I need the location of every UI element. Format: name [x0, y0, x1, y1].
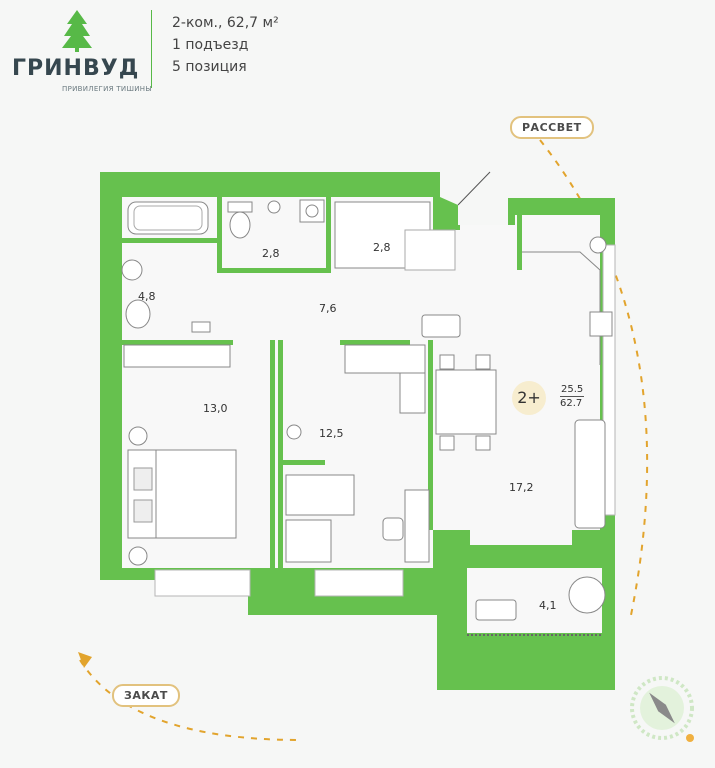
- apartment-rooms-area: 2-ком., 62,7 м²: [172, 15, 279, 31]
- sink-icon: [267, 200, 281, 214]
- area-kitchen-living: 17,2: [509, 481, 534, 494]
- brand-logo: ГРИНВУД ПРИВИЛЕГИЯ ТИШИНЫ: [12, 8, 152, 98]
- apartment-info: 2-ком., 62,7 м² 1 подъезд 5 позиция: [172, 12, 279, 78]
- room-type-badge: 2+: [512, 381, 546, 415]
- armchair: [285, 519, 332, 563]
- area-toilet: 2,8: [262, 247, 280, 260]
- tree-icon: [62, 10, 92, 52]
- sunset-arrow-icon: [78, 652, 92, 668]
- hall-wardrobe: [123, 344, 231, 368]
- nightstand-icon: [128, 426, 148, 446]
- area-storage: 2,8: [373, 241, 391, 254]
- sunrise-label: РАССВЕТ: [510, 116, 594, 139]
- apartment-entrance: 1 подъезд: [172, 37, 249, 53]
- sofa: [285, 474, 355, 516]
- kitchen-sink-icon: [589, 236, 607, 254]
- washer-icon: [299, 199, 325, 223]
- sunset-label: ЗАКАТ: [112, 684, 180, 707]
- bathroom-sink-icon: [121, 259, 143, 281]
- balcony-bench: [475, 599, 517, 621]
- area-hall: 7,6: [319, 302, 337, 315]
- bathroom-toilet-icon: [125, 299, 151, 329]
- sunrise-path: [539, 139, 649, 621]
- area-balcony: 4,1: [539, 599, 557, 612]
- area-fraction: 25.5 62.7: [560, 383, 585, 410]
- compass-icon: [630, 676, 694, 742]
- area-room: 12,5: [319, 427, 344, 440]
- living-area: 25.5: [560, 384, 585, 397]
- desk-chair: [382, 517, 404, 541]
- brand-name: ГРИНВУД: [12, 56, 140, 81]
- dining-chairs: [439, 354, 491, 451]
- kitchen-sofa: [574, 419, 606, 529]
- room-wardrobe: [344, 344, 426, 374]
- stove-icon: [589, 311, 613, 337]
- entrance-door: [457, 171, 491, 206]
- apartment-position: 5 позиция: [172, 59, 247, 75]
- interior-floor: [122, 197, 600, 568]
- toilet-icon: [227, 201, 253, 213]
- brand-tagline: ПРИВИЛЕГИЯ ТИШИНЫ: [62, 85, 152, 93]
- area-bathroom: 4,8: [138, 290, 156, 303]
- interior-walls: [122, 197, 522, 568]
- total-area: 62.7: [560, 398, 583, 409]
- header-divider: [151, 10, 152, 88]
- dining-table: [435, 369, 497, 435]
- hall-bench: [421, 314, 461, 338]
- area-bedroom: 13,0: [203, 402, 228, 415]
- desk: [404, 489, 430, 563]
- balcony-table: [568, 576, 606, 614]
- bathtub: [127, 201, 209, 235]
